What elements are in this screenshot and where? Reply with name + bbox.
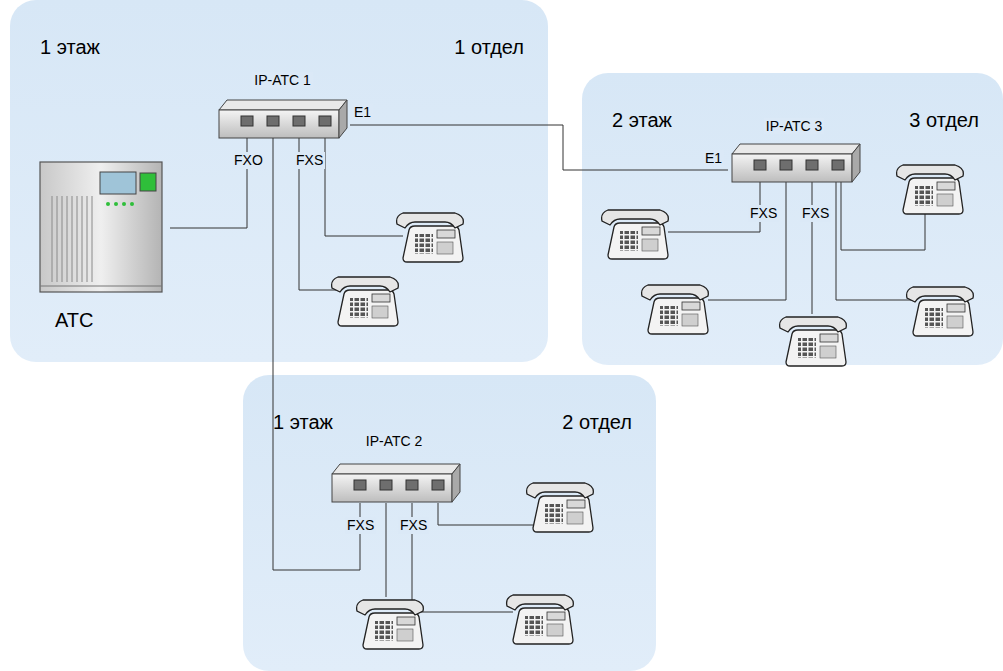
telephone	[397, 213, 464, 262]
port-wires	[812, 182, 813, 314]
telephone	[332, 165, 974, 649]
port-wires	[386, 503, 387, 597]
device-label: IP-АТС 3	[764, 118, 824, 134]
port-wires	[299, 138, 925, 612]
pbx-cabinet	[130, 202, 134, 206]
telephone	[907, 287, 974, 336]
line-connector	[273, 138, 360, 570]
pbx-cabinet	[48, 196, 94, 282]
floor-region: 1 этаж 2 отделIP-АТС 2	[243, 375, 656, 671]
pbx-cabinet	[40, 286, 162, 287]
pbx-cabinet	[100, 172, 136, 194]
port-wires	[836, 182, 913, 300]
device-label: IP-АТС 1	[252, 72, 312, 88]
telephone	[602, 210, 669, 259]
telephone	[507, 595, 574, 644]
port-label: FXS	[345, 517, 376, 534]
port-label: FXS	[748, 205, 779, 222]
port-label: FXO	[232, 152, 265, 169]
telephone	[897, 165, 964, 214]
pbx-cabinet	[122, 202, 126, 206]
region-label: 1 отдел	[454, 36, 524, 59]
telephone	[357, 600, 424, 649]
region-label: 2 отдел	[562, 411, 632, 434]
telephone	[332, 277, 399, 326]
device-label: IP-АТС 2	[364, 433, 424, 449]
port-wires	[325, 138, 403, 236]
port-wires	[438, 503, 533, 525]
telephone	[780, 317, 847, 366]
port-label: E1	[703, 150, 724, 167]
ip-pbx-device	[732, 144, 860, 182]
region-label: 2 этаж	[612, 109, 672, 132]
pbx-cabinet	[106, 202, 110, 206]
region-label: 3 отдел	[909, 109, 979, 132]
pbx-cabinet	[114, 202, 118, 206]
pbx-cabinet	[40, 162, 162, 292]
port-label: E1	[352, 104, 373, 121]
ip-pbx-device	[219, 100, 860, 502]
pbx-cabinet	[40, 162, 162, 292]
region-label: 1 этаж	[40, 36, 100, 59]
port-label: FXS	[800, 205, 831, 222]
telephone	[527, 483, 594, 532]
line-connector	[350, 125, 728, 170]
port-label: FXS	[294, 152, 325, 169]
region-label: 1 этаж	[273, 411, 333, 434]
port-wires	[708, 182, 786, 300]
ip-pbx-device	[219, 100, 347, 138]
port-wires	[668, 182, 760, 232]
ip-pbx-device	[332, 464, 460, 502]
device-label: АТС	[55, 309, 93, 332]
telephone	[642, 285, 709, 334]
pbx-cabinet	[140, 173, 156, 191]
port-label: FXS	[398, 517, 429, 534]
